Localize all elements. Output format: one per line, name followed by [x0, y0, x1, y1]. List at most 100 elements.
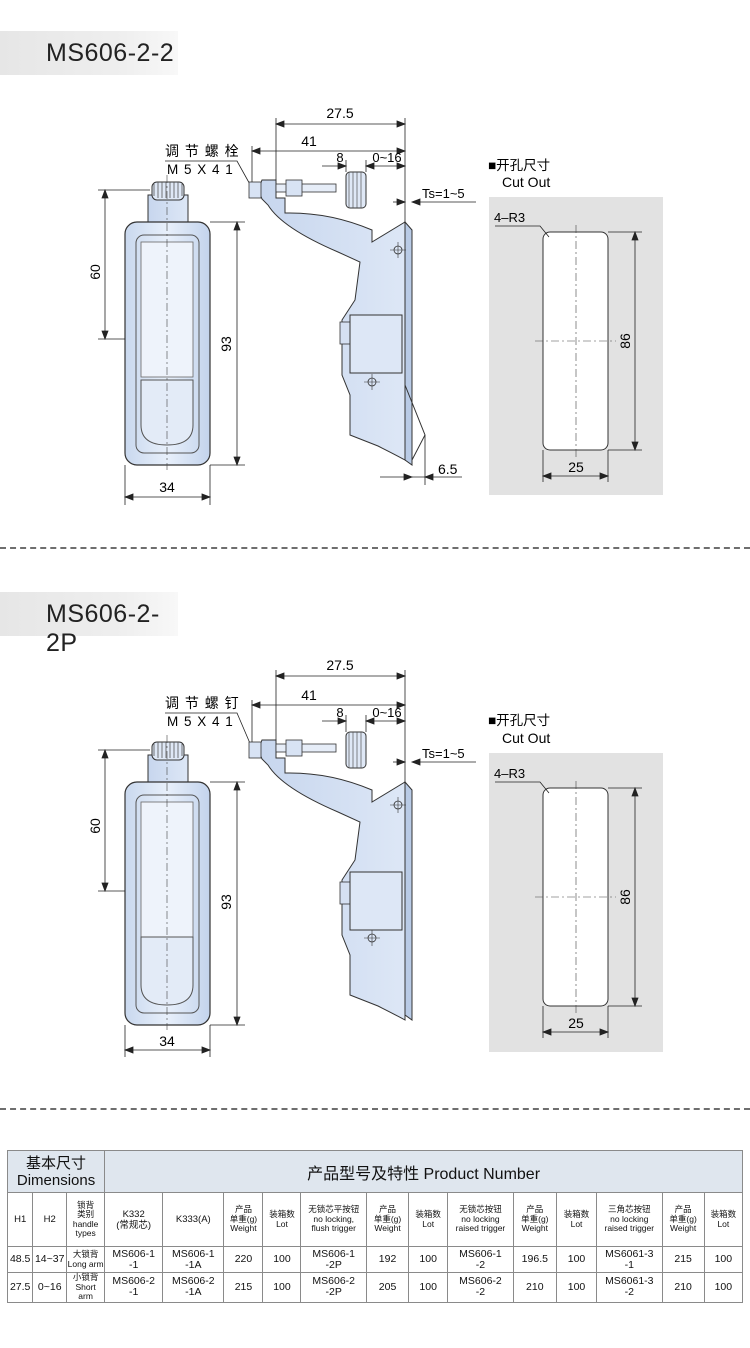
col-raised-en: no locking raised trigger	[455, 1213, 506, 1234]
cutout-panel	[489, 197, 663, 495]
cell-lot: 100	[408, 1272, 449, 1303]
product-table: 基本尺寸 Dimensions 产品型号及特性 Product Number H…	[6, 1150, 744, 1303]
cell-lot: 100	[703, 1272, 744, 1303]
side-view	[248, 731, 413, 1021]
model-title-bar: MS606-2-2P	[0, 592, 178, 657]
cell-h2: 0~16	[32, 1272, 68, 1303]
cell-weight: 205	[365, 1272, 410, 1303]
dim-ts: Ts=1~5	[422, 746, 465, 761]
front-view	[124, 175, 211, 470]
dim-41: 41	[301, 133, 317, 149]
dim-93: 93	[218, 336, 234, 352]
col-weight-en: Weight	[669, 1223, 697, 1234]
col-handle-types: 锁背 类别 handle types	[66, 1192, 106, 1247]
col-lot-4: 装箱数 Lot	[703, 1192, 744, 1247]
col-flush-cn: 无锁芯平按钮	[308, 1204, 360, 1215]
cell-weight: 210	[661, 1272, 705, 1303]
cutout-radius: 4–R3	[494, 766, 525, 781]
cell-h1: 48.5	[6, 1246, 34, 1273]
cell-lot: 100	[703, 1246, 744, 1273]
cell-k332: MS606-1 -1	[104, 1246, 164, 1273]
cutout-width: 25	[568, 1015, 584, 1031]
dim-60: 60	[87, 818, 103, 834]
cell-lot: 100	[262, 1246, 302, 1273]
cell-k332: MS606-2 -1	[104, 1272, 164, 1303]
dim-8: 8	[336, 150, 343, 165]
col-h2: H2	[32, 1192, 68, 1247]
dim-93: 93	[218, 894, 234, 910]
dim-41: 41	[301, 687, 317, 703]
col-lot-cn: 装箱数	[563, 1209, 590, 1219]
cell-weight: 196.5	[512, 1246, 557, 1273]
cutout-title-cn: ■开孔尺寸	[488, 158, 550, 173]
cell-h2: 14~37	[32, 1246, 68, 1273]
col-weight-cn: 产品 单重(g)	[669, 1204, 697, 1224]
dim-ts: Ts=1~5	[422, 186, 465, 201]
cell-lot: 100	[555, 1246, 598, 1273]
cell-weight: 210	[512, 1272, 557, 1303]
dim-8: 8	[336, 705, 343, 720]
col-weight-cn: 产品 单重(g)	[373, 1204, 402, 1224]
front-dimensions	[98, 188, 245, 505]
model-title: MS606-2-2P	[46, 600, 160, 657]
cell-type: 大锁背 Long arm	[66, 1246, 106, 1273]
bolt-label-size: M 5 X 4 1	[167, 714, 234, 729]
cell-weight: 192	[365, 1246, 410, 1273]
cell-weight: 215	[661, 1246, 705, 1273]
col-lot-en: Lot	[717, 1218, 730, 1229]
col-k333: K333(A)	[162, 1192, 225, 1247]
col-weight-2: 产品 单重(g) Weight	[365, 1192, 410, 1247]
col-handle-types-cn: 锁背 类别	[77, 1199, 95, 1219]
col-raised-trigger: 无锁芯按钮 no locking raised trigger	[447, 1192, 514, 1247]
cell-type-cn: 小锁背	[72, 1272, 99, 1282]
cell-k333: MS606-2 -1A	[162, 1272, 225, 1303]
cell-type-en: Short arm	[75, 1281, 96, 1301]
cutout-height: 86	[617, 889, 633, 905]
cell-raised: MS606-2 -2	[447, 1272, 514, 1303]
cutout-height: 86	[617, 333, 633, 349]
cell-triangle: MS6061-3 -2	[596, 1272, 663, 1303]
side-dimensions	[250, 670, 476, 782]
cell-type-en: Long arm	[67, 1258, 104, 1269]
col-raised-cn: 无锁芯按钮	[459, 1204, 502, 1215]
cell-type: 小锁背 Short arm	[66, 1272, 106, 1303]
drawing-section-2: MS606-2-2P	[0, 560, 750, 1110]
section-divider	[0, 547, 750, 549]
col-tri-en: no locking raised trigger	[604, 1213, 655, 1234]
col-weight-en: Weight	[374, 1223, 401, 1234]
cell-weight: 220	[223, 1246, 264, 1273]
cell-k333: MS606-1 -1A	[162, 1246, 225, 1273]
cell-flush: MS606-1 -2P	[300, 1246, 367, 1273]
section-divider	[0, 1108, 750, 1110]
col-lot-en: Lot	[570, 1218, 583, 1229]
col-lot-1: 装箱数 Lot	[262, 1192, 302, 1247]
dim-0-16: 0~16	[372, 705, 401, 720]
table-row: 27.5 0~16 小锁背 Short arm MS606-2 -1 MS606…	[6, 1272, 744, 1303]
product-number-header: 产品型号及特性 Product Number	[104, 1150, 743, 1193]
table-row: 48.5 14~37 大锁背 Long arm MS606-1 -1 MS606…	[6, 1246, 744, 1273]
cutout-panel	[489, 753, 663, 1052]
bolt-label-cn: 调 节 螺 钉	[165, 695, 240, 711]
dim-6-5: 6.5	[438, 461, 458, 477]
col-lot-3: 装箱数 Lot	[555, 1192, 598, 1247]
col-weight-cn: 产品 单重(g)	[521, 1204, 549, 1224]
col-lot-cn: 装箱数	[710, 1209, 737, 1219]
cutout-title-en: Cut Out	[502, 174, 550, 190]
col-k332: K332 (常规芯)	[104, 1192, 164, 1247]
bolt-label-cn: 调 节 螺 栓	[165, 143, 240, 159]
cell-lot: 100	[408, 1246, 449, 1273]
col-lot-cn: 装箱数	[415, 1209, 441, 1219]
drawing-section-1: MS606-2-2	[0, 0, 750, 550]
bolt-leader	[165, 712, 253, 749]
dimensions-header: 基本尺寸 Dimensions	[6, 1150, 106, 1193]
technical-drawing: 60 93 34 调 节 螺 栓 M 5 X 4 1	[87, 105, 663, 505]
dim-27-5: 27.5	[326, 105, 353, 121]
dim-34: 34	[159, 1033, 175, 1049]
technical-drawing: 60 93 34 调 节 螺 钉 M 5 X 4 1	[87, 657, 663, 1057]
dim-0-16: 0~16	[372, 150, 401, 165]
cell-lot: 100	[555, 1272, 598, 1303]
front-view	[124, 735, 211, 1030]
cutout-title-cn: ■开孔尺寸	[488, 713, 550, 728]
col-lot-en: Lot	[422, 1218, 435, 1229]
dimensions-header-en: Dimensions	[16, 1171, 96, 1189]
